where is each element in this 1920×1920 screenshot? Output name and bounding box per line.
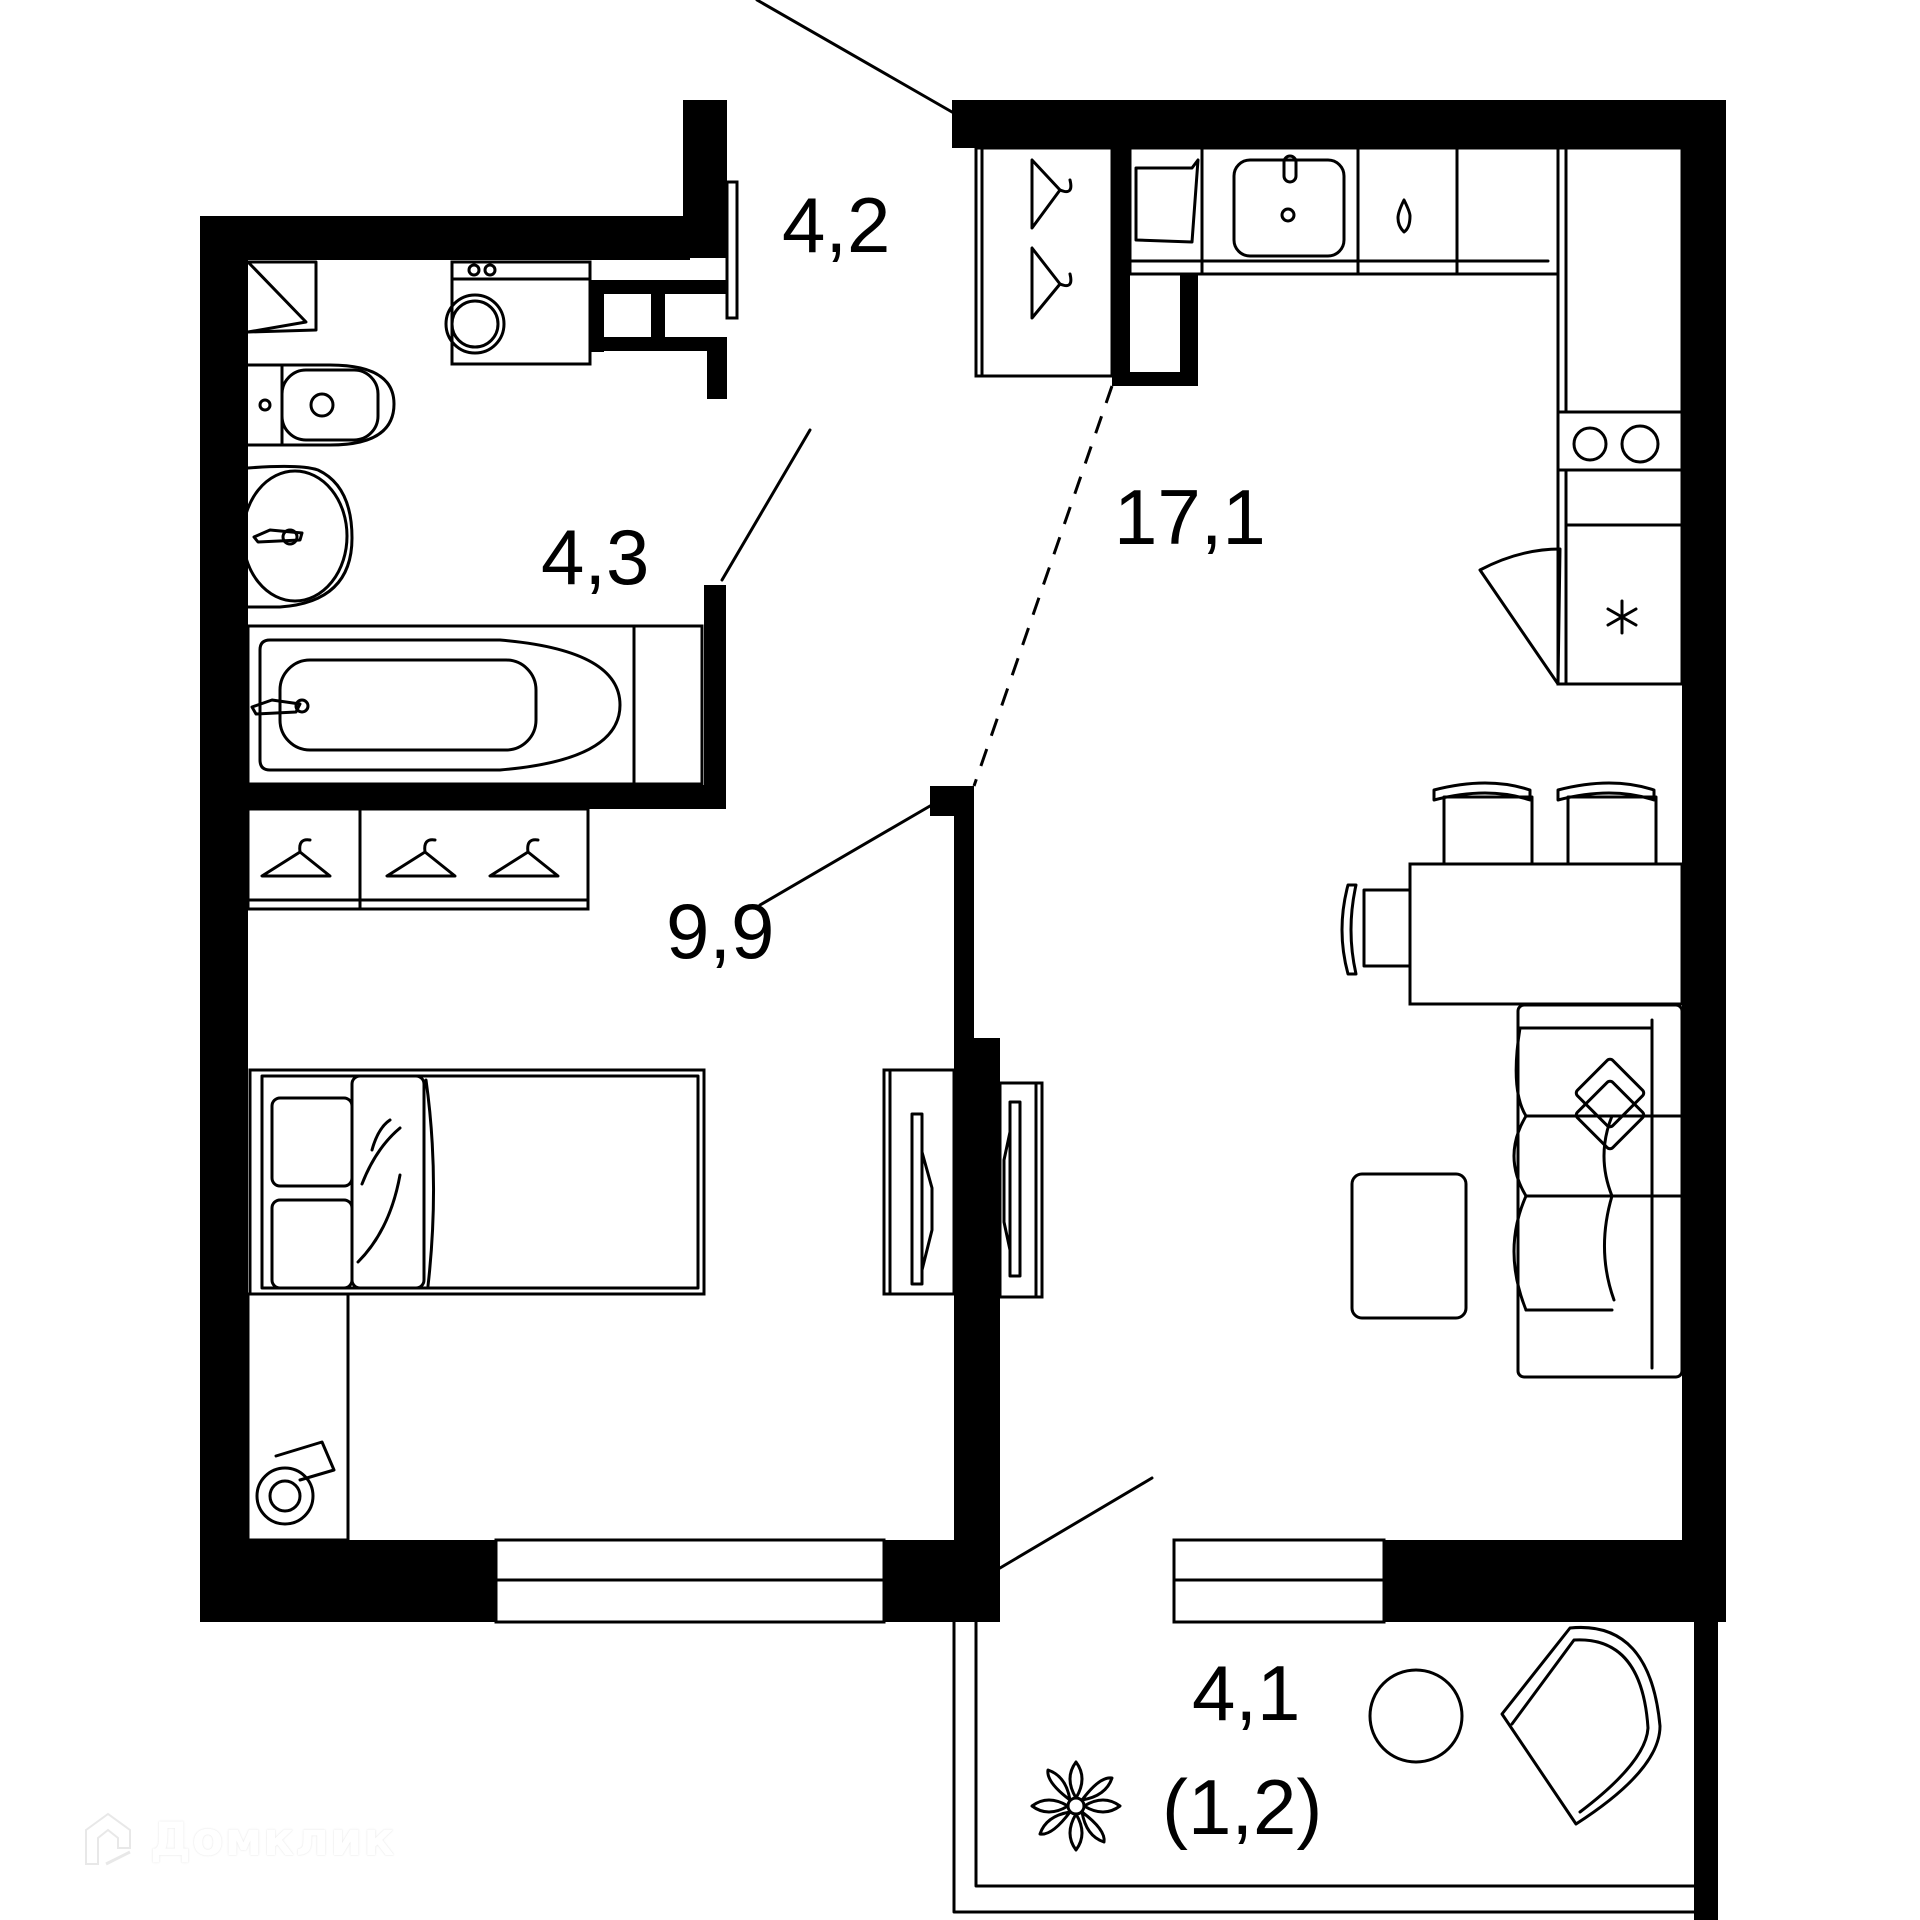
coffee-table-icon xyxy=(1350,1172,1468,1320)
water-drop-icon xyxy=(1396,198,1412,234)
round-table-icon xyxy=(1368,1668,1464,1764)
bathtub-icon xyxy=(246,624,704,786)
sink-icon xyxy=(1232,154,1346,258)
nightstand-heater-icon xyxy=(246,1292,350,1542)
tv-stand-living-icon xyxy=(998,1081,1044,1299)
snowflake-icon xyxy=(1606,599,1638,635)
area-label-bathroom: 4,3 xyxy=(541,513,650,601)
walls xyxy=(200,100,1726,1920)
doors xyxy=(720,0,1154,1570)
washbasin-icon xyxy=(241,464,354,609)
washing-machine-icon xyxy=(444,260,592,366)
bedroom-furniture xyxy=(246,807,956,1542)
armchair-icon xyxy=(1500,1625,1662,1826)
sofa-icon xyxy=(1512,1003,1684,1379)
double-bed-icon xyxy=(248,1068,706,1296)
wardrobe-hangers-icon xyxy=(246,807,590,911)
area-label-hallway: 4,2 xyxy=(782,181,891,269)
tall-cabinets xyxy=(1478,146,1684,686)
plant-icon xyxy=(1030,1760,1122,1852)
fridge-door-icon xyxy=(1134,158,1200,244)
area-label-balcony-reduced: (1,2) xyxy=(1162,1763,1323,1851)
watermark-text: Домклик xyxy=(150,1812,396,1866)
watermark: Домклик xyxy=(80,1808,396,1870)
hallway-wardrobe xyxy=(974,146,1114,378)
dining-table-icon xyxy=(1340,781,1684,1006)
area-label-living-kitchen: 17,1 xyxy=(1114,473,1266,561)
toilet-icon xyxy=(246,363,396,447)
balcony xyxy=(952,1620,1696,1914)
area-label-balcony: 4,1 xyxy=(1192,1649,1301,1737)
windows xyxy=(494,180,1386,1624)
fridge-door-swing xyxy=(1478,547,1562,686)
tv-stand-icon xyxy=(882,1068,956,1296)
area-label-bedroom: 9,9 xyxy=(666,887,775,975)
kitchen-furniture xyxy=(998,146,1684,1379)
bathroom-fixtures xyxy=(241,260,704,786)
house-logo-icon xyxy=(85,1812,131,1866)
